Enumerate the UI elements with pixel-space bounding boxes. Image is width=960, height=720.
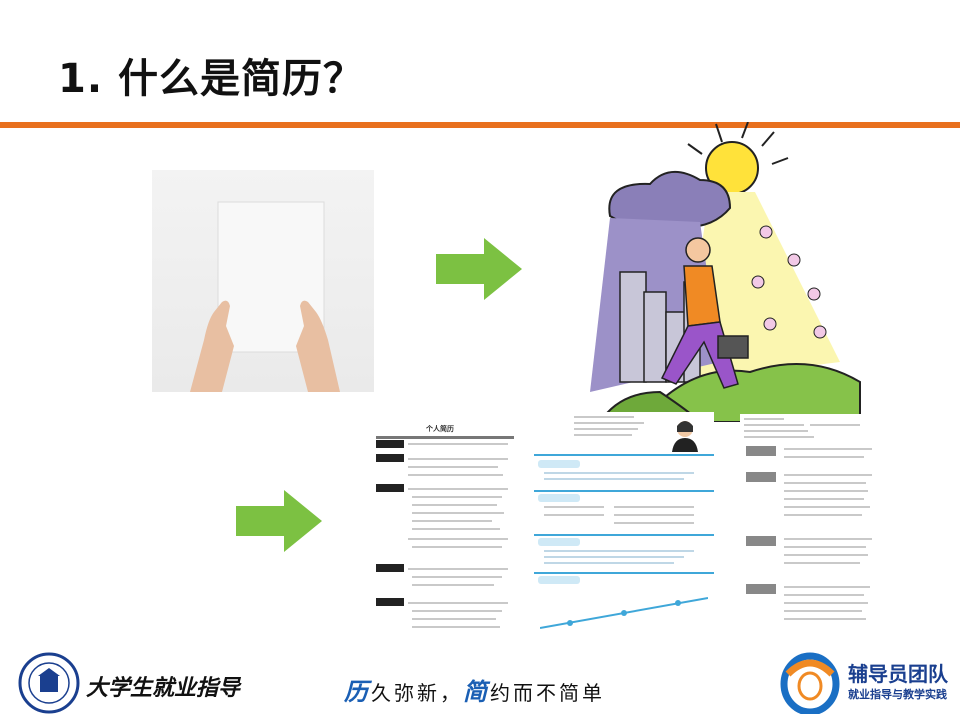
avatar <box>672 421 698 452</box>
right-arrow-icon <box>236 490 322 552</box>
resume-sample-3 <box>740 414 876 634</box>
blank-paper-photo <box>152 170 374 392</box>
resume-sample-1: 个人简历 <box>372 420 518 634</box>
walking-man-illustration <box>590 122 861 422</box>
slogan-accent-1: 历 <box>344 677 371 706</box>
resume-sample-2 <box>534 412 714 634</box>
course-name: 大学生就业指导 <box>86 675 241 701</box>
title-divider <box>0 122 960 128</box>
university-seal-icon <box>18 652 80 714</box>
slogan-part-1: 久弥新， <box>371 681 463 705</box>
slogan-part-2: 约而不简单 <box>490 681 605 705</box>
slogan-accent-2: 简 <box>463 677 490 706</box>
brand-subtitle: 就业指导与教学实践 <box>848 688 947 701</box>
slide-title: 1. 什么是简历？ <box>58 56 364 102</box>
slogan: 历久弥新，简约而不简单 <box>344 672 605 707</box>
brand-logo-icon <box>780 652 840 714</box>
right-arrow-icon <box>436 238 522 300</box>
brand-name: 辅导员团队 <box>848 662 948 686</box>
resume-heading: 个人简历 <box>426 425 454 433</box>
